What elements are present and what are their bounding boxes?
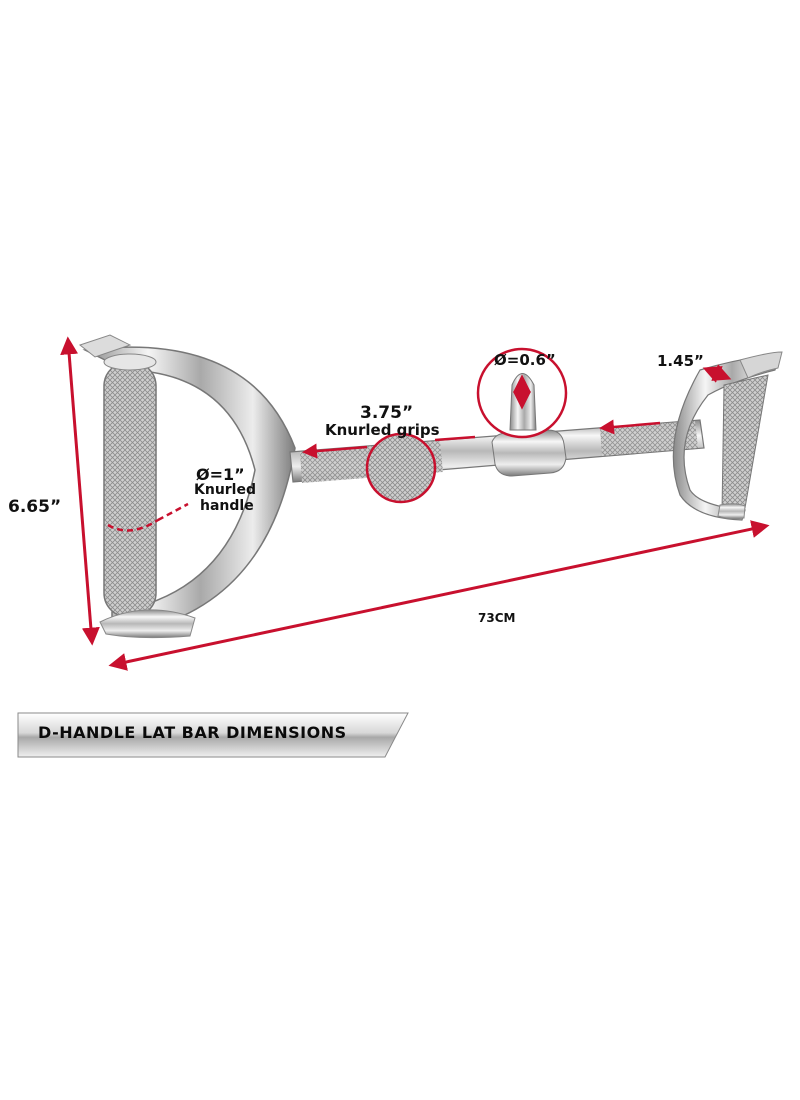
handle-width-label: 1.45” [657, 352, 704, 370]
height-label: 6.65” [8, 497, 62, 517]
length-dimension-line [108, 520, 770, 671]
handle-caption-line-1: Knurled [194, 482, 257, 498]
grip-detail-magnifier [365, 432, 437, 504]
banner-title: D-HANDLE LAT BAR DIMENSIONS [38, 723, 347, 742]
handle-diameter-label: Ø=1” [196, 465, 245, 484]
title-banner [17, 712, 409, 758]
handle-width-dimension-line [702, 364, 732, 383]
handle-diameter-marker [107, 502, 189, 532]
handle-caption-line-2: handle [200, 498, 254, 514]
grip-caption-label: Knurled grips [325, 421, 440, 439]
height-dimension-line [60, 336, 100, 646]
grip-length-label: 3.75” [360, 403, 414, 423]
left-d-grip [103, 361, 157, 618]
length-label: 73CM [478, 611, 516, 625]
eye-diameter-label: Ø=0.6” [494, 351, 556, 369]
left-d-handle [78, 334, 296, 639]
right-d-handle [672, 351, 783, 521]
grip-dimension-line [302, 443, 368, 459]
